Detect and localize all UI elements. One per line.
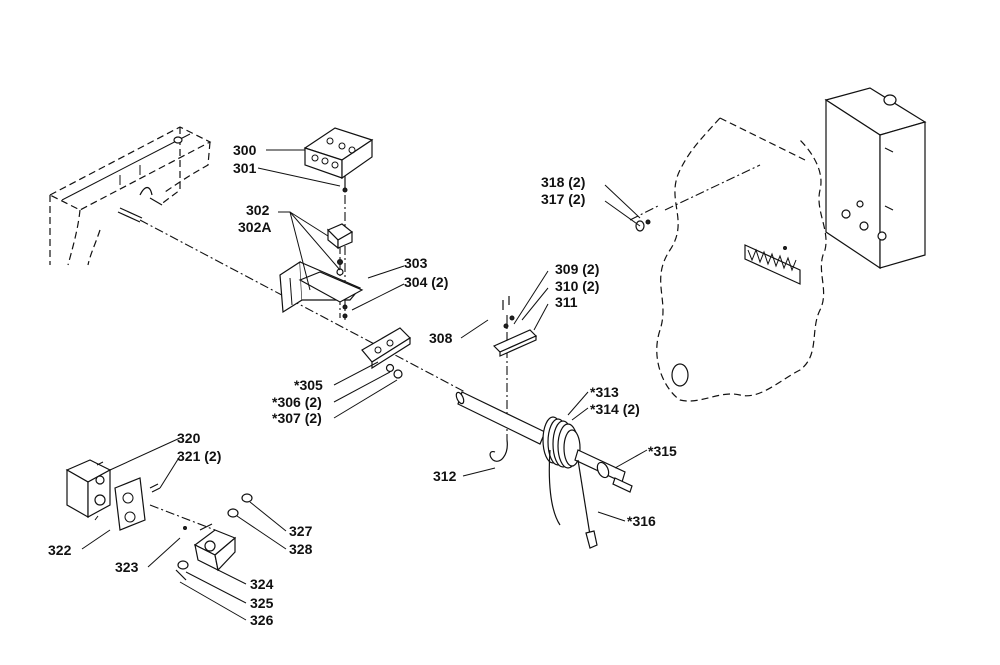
label-315: *315 (648, 443, 677, 459)
part-302-switch[interactable] (326, 223, 354, 276)
label-302: 302 (246, 202, 270, 218)
part-317-318-screw[interactable] (635, 219, 651, 232)
part-323-plate[interactable] (114, 477, 161, 531)
label-323: 323 (115, 559, 139, 575)
part-300-terminal-cover[interactable] (303, 127, 374, 193)
part-316-wire[interactable] (577, 459, 598, 549)
label-327: 327 (289, 523, 313, 539)
label-317: 317 (2) (541, 191, 585, 207)
part-322-switch-box[interactable] (65, 459, 112, 521)
label-313: *313 (590, 384, 619, 400)
label-320: 320 (177, 430, 201, 446)
part-313-pulley[interactable] (542, 416, 581, 526)
electrical-box (824, 87, 927, 270)
label-305: *305 (294, 377, 323, 393)
label-311: 311 (555, 294, 578, 310)
label-324: 324 (250, 576, 274, 592)
label-321: 321 (2) (177, 448, 221, 464)
label-300: 300 (233, 142, 257, 158)
label-308: 308 (429, 330, 453, 346)
part-305-plate[interactable] (361, 327, 411, 379)
label-326: 326 (250, 612, 274, 628)
right-panel-outline (656, 117, 827, 402)
label-325: 325 (250, 595, 274, 611)
part-324-connector[interactable] (193, 523, 237, 572)
label-303: 303 (404, 255, 428, 271)
label-314: *314 (2) (590, 401, 640, 417)
label-306: *306 (2) (272, 394, 322, 410)
label-328: 328 (289, 541, 313, 557)
label-301: 301 (233, 160, 257, 176)
label-309: 309 (2) (555, 261, 599, 277)
label-304: 304 (2) (404, 274, 448, 290)
left-cabinet-outline (48, 126, 212, 266)
part-312-hook[interactable] (489, 439, 508, 462)
label-310: 310 (2) (555, 278, 599, 294)
part-325-326-fittings[interactable] (175, 526, 189, 581)
part-labels: 300 301 302 302A 303 304 (2) *305 *306 (… (48, 142, 677, 628)
label-307: *307 (2) (272, 410, 322, 426)
label-302a: 302A (238, 219, 271, 235)
part-315-shaft-end[interactable] (574, 449, 633, 493)
label-312: 312 (433, 468, 457, 484)
label-316: *316 (627, 513, 656, 529)
label-322: 322 (48, 542, 72, 558)
part-311-clip[interactable] (492, 296, 538, 357)
part-shaft[interactable] (455, 391, 546, 445)
label-318: 318 (2) (541, 174, 585, 190)
part-303-bracket[interactable] (279, 260, 364, 319)
part-327-328-washers[interactable] (227, 493, 253, 518)
leader-lines (81, 149, 648, 621)
